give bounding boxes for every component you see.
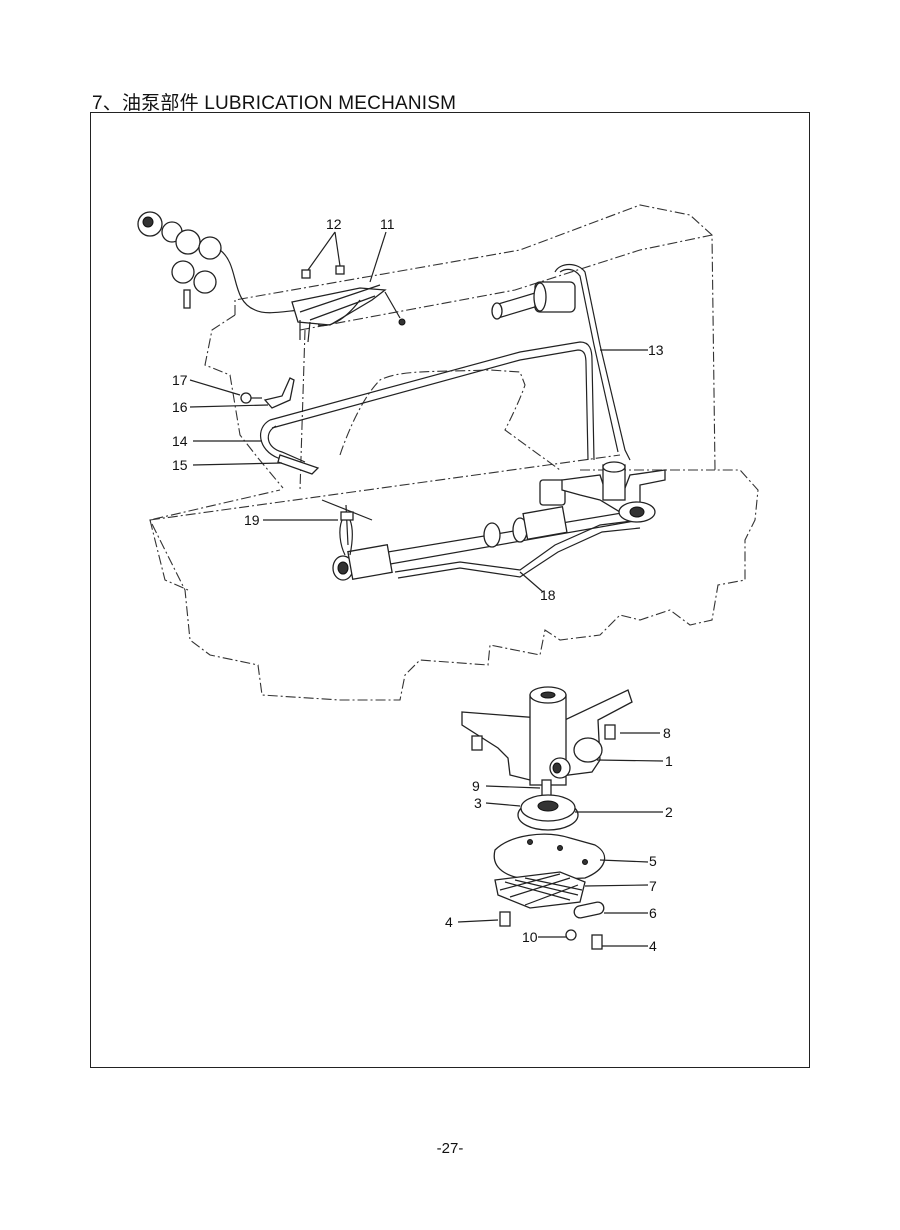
callout-5: 5 — [649, 853, 657, 869]
tension-assembly — [137, 211, 301, 314]
callout-9: 9 — [472, 778, 480, 794]
callout-2: 2 — [665, 804, 673, 820]
leader-lines — [189, 231, 664, 947]
callout-1: 1 — [665, 753, 673, 769]
lower-shaft — [332, 479, 641, 581]
callout-11: 11 — [380, 216, 395, 232]
callout-19: 19 — [244, 512, 260, 528]
oil-tube-14 — [260, 419, 306, 471]
callout-6: 6 — [649, 905, 657, 921]
oil-pump-exploded — [461, 686, 633, 950]
page-title: 7、油泵部件 LUBRICATION MECHANISM — [92, 93, 457, 114]
page-number: -27- — [436, 1140, 464, 1157]
callout-numbers: 12 11 13 17 16 14 15 19 18 8 1 9 3 2 5 7… — [172, 216, 673, 954]
callout-14: 14 — [172, 433, 188, 449]
callout-13: 13 — [648, 342, 664, 358]
callout-16: 16 — [172, 399, 188, 415]
callout-17: 17 — [172, 372, 188, 388]
pump-bracket-installed — [561, 461, 666, 523]
tube-clamp — [240, 377, 295, 409]
callout-3: 3 — [474, 795, 482, 811]
callout-4-right: 4 — [649, 938, 657, 954]
callout-7: 7 — [649, 878, 657, 894]
callout-10: 10 — [522, 929, 538, 945]
oil-tube-18 — [394, 519, 641, 579]
machine-body-outline — [149, 204, 759, 701]
oil-distributor — [291, 265, 406, 343]
callout-8: 8 — [663, 725, 671, 741]
callout-4-left: 4 — [445, 914, 453, 930]
upper-shaft — [491, 281, 576, 320]
oil-tube-13 — [269, 263, 631, 461]
diagram-frame — [90, 112, 810, 1068]
callout-15: 15 — [172, 457, 188, 473]
tube-end-15 — [277, 454, 320, 475]
callout-18: 18 — [540, 587, 556, 603]
wick-19 — [321, 499, 373, 556]
callout-12: 12 — [326, 216, 342, 232]
